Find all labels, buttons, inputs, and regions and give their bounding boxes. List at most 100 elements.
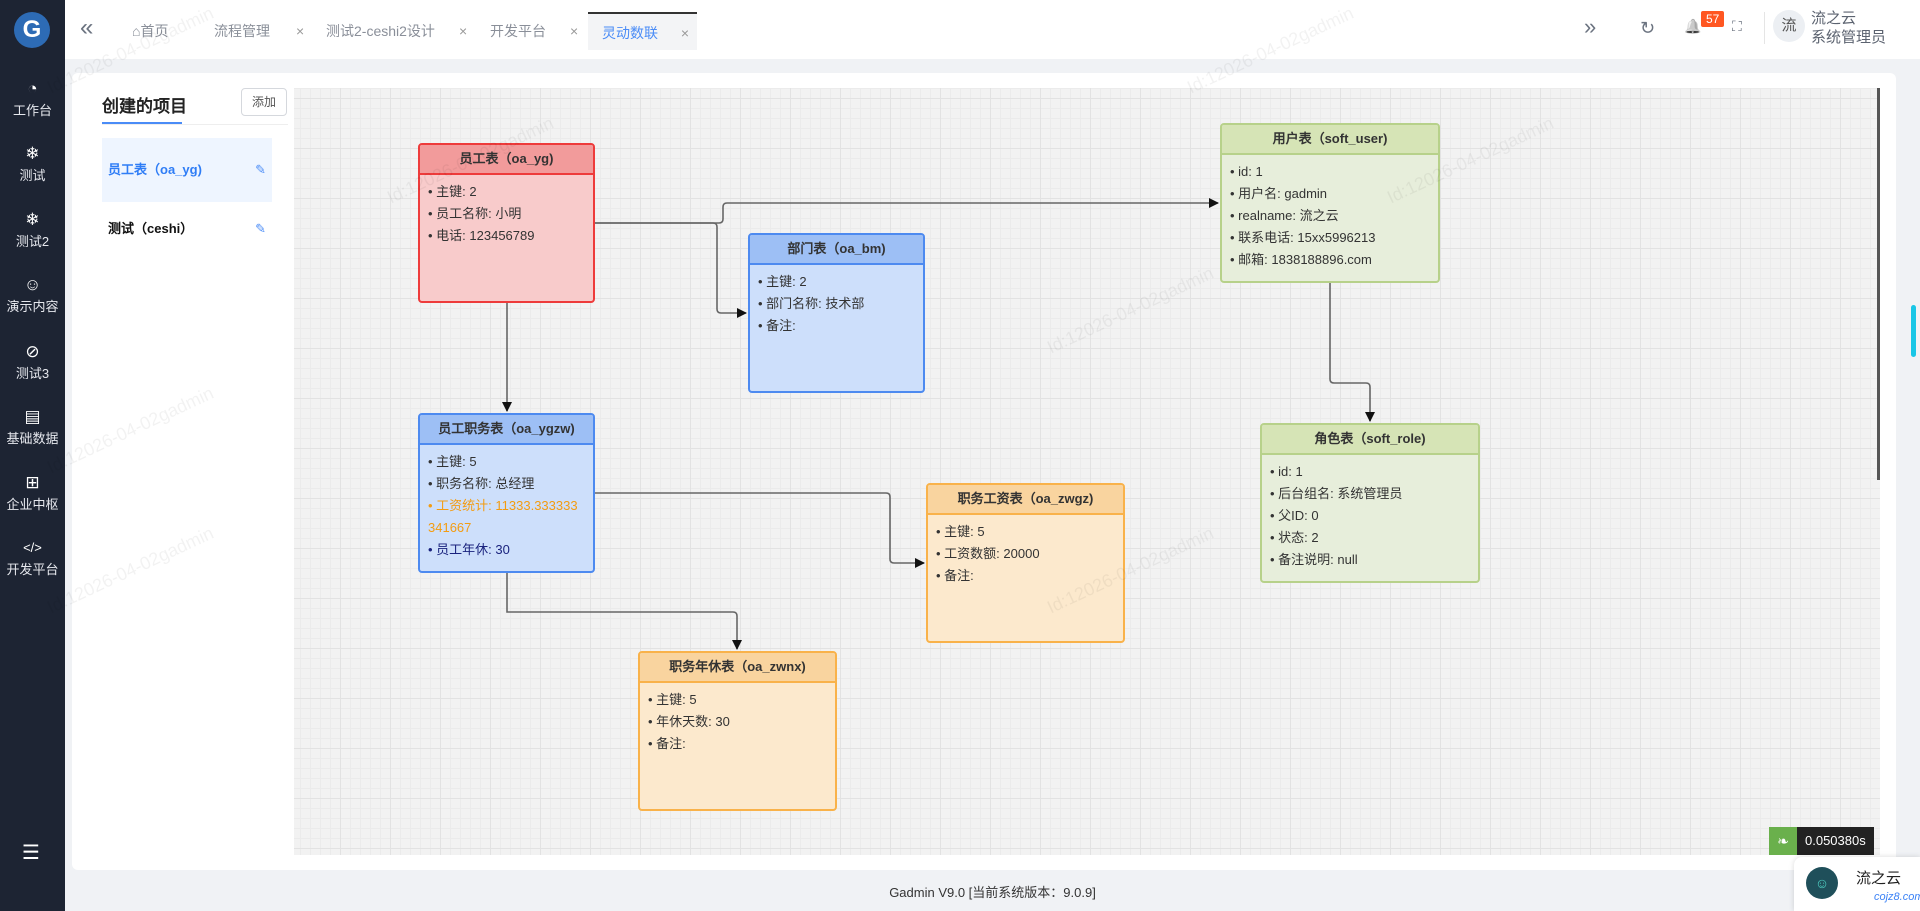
fullscreen-icon[interactable]: ⛶ [1732, 18, 1742, 34]
node-field: 主键: 5 [428, 451, 585, 473]
node-field: 主键: 2 [428, 181, 585, 203]
avatar[interactable]: 流 [1773, 10, 1805, 42]
table-node-oa_ygzw[interactable]: 员工职务表（oa_ygzw) 主键: 5职务名称: 总经理工资统计: 11333… [418, 413, 595, 573]
node-field: 部门名称: 技术部 [758, 293, 915, 315]
sidebar-item-dev-platform[interactable]: </>开发平台 [0, 537, 65, 578]
close-icon[interactable]: × [459, 23, 468, 39]
tab-dev-platform[interactable]: 开发平台 [490, 23, 546, 39]
table-node-oa_zwnx[interactable]: 职务年休表（oa_zwnx) 主键: 5年休天数: 30备注: [638, 651, 837, 811]
clipboard-icon: ▤ [24, 407, 41, 426]
close-icon[interactable]: × [680, 25, 689, 41]
snowflake-icon: ❄ [25, 144, 40, 163]
node-title: 员工职务表（oa_ygzw) [420, 415, 593, 445]
tab-label: 灵动数联 [602, 25, 658, 41]
node-field: 主键: 5 [648, 689, 827, 711]
project-label: 测试（ceshi） [108, 221, 194, 236]
sidebar-item-label: 测试 [19, 168, 46, 183]
table-node-oa_bm[interactable]: 部门表（oa_bm) 主键: 2部门名称: 技术部备注: [748, 233, 925, 393]
close-icon[interactable]: × [570, 23, 579, 39]
side-handle[interactable] [1911, 305, 1916, 357]
add-project-button[interactable]: 添加 [241, 88, 287, 116]
user-name: 流之云 [1811, 10, 1857, 27]
dashboard-icon: ◔ [27, 79, 38, 98]
node-field: realname: 流之云 [1230, 205, 1430, 227]
snowflake-icon: ❄ [25, 210, 40, 229]
node-field: 备注: [648, 733, 827, 755]
node-field: 主键: 2 [758, 271, 915, 293]
sidebar: G ◔ 工作台 ❄ 测试 ❄ 测试2 ☺ 演示内容 ⊘ 测试3 ▤ 基础数据 ⊞企业中枢 <… [0, 0, 65, 911]
sidebar-item-basic-data[interactable]: ▤ 基础数据 [0, 406, 65, 447]
project-item[interactable]: 测试（ceshi） ✎ [102, 197, 272, 261]
sidebar-item-label: 测试2 [15, 234, 50, 249]
sidebar-item-enterprise[interactable]: ⊞企业中枢 [0, 472, 65, 513]
tab-lingdong[interactable]: 灵动数联 × [588, 12, 697, 50]
node-field: 邮箱: 1838188896.com [1230, 249, 1430, 271]
sidebar-item-workbench[interactable]: ◔ 工作台 [0, 78, 65, 119]
user-role: 系统管理员 [1811, 29, 1887, 46]
active-underline [102, 122, 182, 124]
node-title: 职务年休表（oa_zwnx) [640, 653, 835, 683]
sidebar-item-label: 测试3 [15, 366, 50, 381]
footer-version: Gadmin V9.0 [当前系统版本：9.0.9] [889, 885, 1096, 900]
node-field: 父ID: 0 [1270, 505, 1470, 527]
node-title: 员工表（oa_yg) [420, 145, 593, 175]
node-title: 部门表（oa_bm) [750, 235, 923, 265]
node-field-highlight: 工资统计: 11333.333333341667 [428, 495, 578, 539]
tab-label: 首页 [140, 23, 169, 39]
brand-name: 流之云 [1856, 870, 1902, 887]
brand-url: cojz8.com [1874, 891, 1920, 903]
edit-icon[interactable]: ✎ [255, 221, 266, 236]
logo: G [14, 12, 50, 48]
collapse-tabs-icon[interactable]: « [80, 14, 94, 41]
sidebar-item-label: 基础数据 [6, 431, 59, 446]
node-field: 年休天数: 30 [648, 711, 827, 733]
node-field: 电话: 123456789 [428, 225, 585, 247]
node-field: 员工名称: 小明 [428, 203, 585, 225]
sidebar-item-label: 演示内容 [6, 299, 59, 314]
sidebar-item-test2[interactable]: ❄ 测试2 [0, 209, 65, 250]
refresh-icon[interactable]: ↻ [1640, 18, 1656, 38]
sidebar-item-label: 企业中枢 [6, 497, 59, 512]
edit-icon[interactable]: ✎ [255, 162, 266, 177]
node-title: 角色表（soft_role) [1262, 425, 1478, 455]
compass-icon: ⊘ [25, 342, 40, 361]
sidebar-item-test[interactable]: ❄ 测试 [0, 143, 65, 184]
menu-toggle-icon[interactable]: ☰ [22, 842, 40, 864]
table-node-oa_zwgz[interactable]: 职务工资表（oa_zwgz) 主键: 5工资数额: 20000备注: [926, 483, 1125, 643]
table-node-oa_yg[interactable]: 员工表（oa_yg) 主键: 2员工名称: 小明电话: 123456789 [418, 143, 595, 303]
divider [102, 124, 288, 125]
project-item[interactable]: 员工表（oa_yg) ✎ [102, 138, 272, 202]
bell-icon[interactable]: 🔔 [1684, 18, 1702, 34]
sidebar-item-label: 工作台 [12, 103, 52, 118]
node-field-highlight: 员工年休: 30 [428, 539, 585, 561]
timer-widget[interactable]: ❧0.050380s [1769, 827, 1874, 855]
leaf-icon: ❧ [1769, 827, 1797, 855]
top-bar [65, 0, 1920, 59]
node-field: 联系电话: 15xx5996213 [1230, 227, 1430, 249]
tab-ceshi2-design[interactable]: 测试2-ceshi2设计 [326, 23, 435, 39]
sidebar-item-test3[interactable]: ⊘ 测试3 [0, 341, 65, 382]
brand-logo-icon: ☺ [1806, 867, 1838, 899]
user-info[interactable]: 流之云系统管理员 [1811, 9, 1886, 47]
table-node-soft_user[interactable]: 用户表（soft_user) id: 1用户名: gadminrealname:… [1220, 123, 1440, 283]
sidebar-item-demo[interactable]: ☺ 演示内容 [0, 274, 65, 315]
node-field: 备注: [936, 565, 1115, 587]
smile-icon: ☺ [23, 275, 42, 294]
node-title: 职务工资表（oa_zwgz) [928, 485, 1123, 515]
tab-process[interactable]: 流程管理 [214, 23, 270, 39]
node-field: 用户名: gadmin [1230, 183, 1430, 205]
more-tabs-icon[interactable]: » [1584, 14, 1597, 39]
tab-home[interactable]: ⌂首页 [132, 12, 168, 50]
node-field: 主键: 5 [936, 521, 1115, 543]
node-field: 备注: [758, 315, 915, 337]
node-field: 备注说明: null [1270, 549, 1470, 571]
project-label: 员工表（oa_yg) [108, 162, 202, 177]
node-field: 工资数额: 20000 [936, 543, 1115, 565]
close-icon[interactable]: × [296, 23, 305, 39]
timer-value: 0.050380s [1797, 827, 1874, 855]
node-field: id: 1 [1270, 461, 1470, 483]
home-icon: ⌂ [132, 23, 141, 39]
brand-badge: ☺ 流之云 cojz8.com [1794, 857, 1920, 911]
canvas-scrollbar[interactable] [1877, 88, 1880, 480]
table-node-soft_role[interactable]: 角色表（soft_role) id: 1后台组名: 系统管理员父ID: 0状态:… [1260, 423, 1480, 583]
